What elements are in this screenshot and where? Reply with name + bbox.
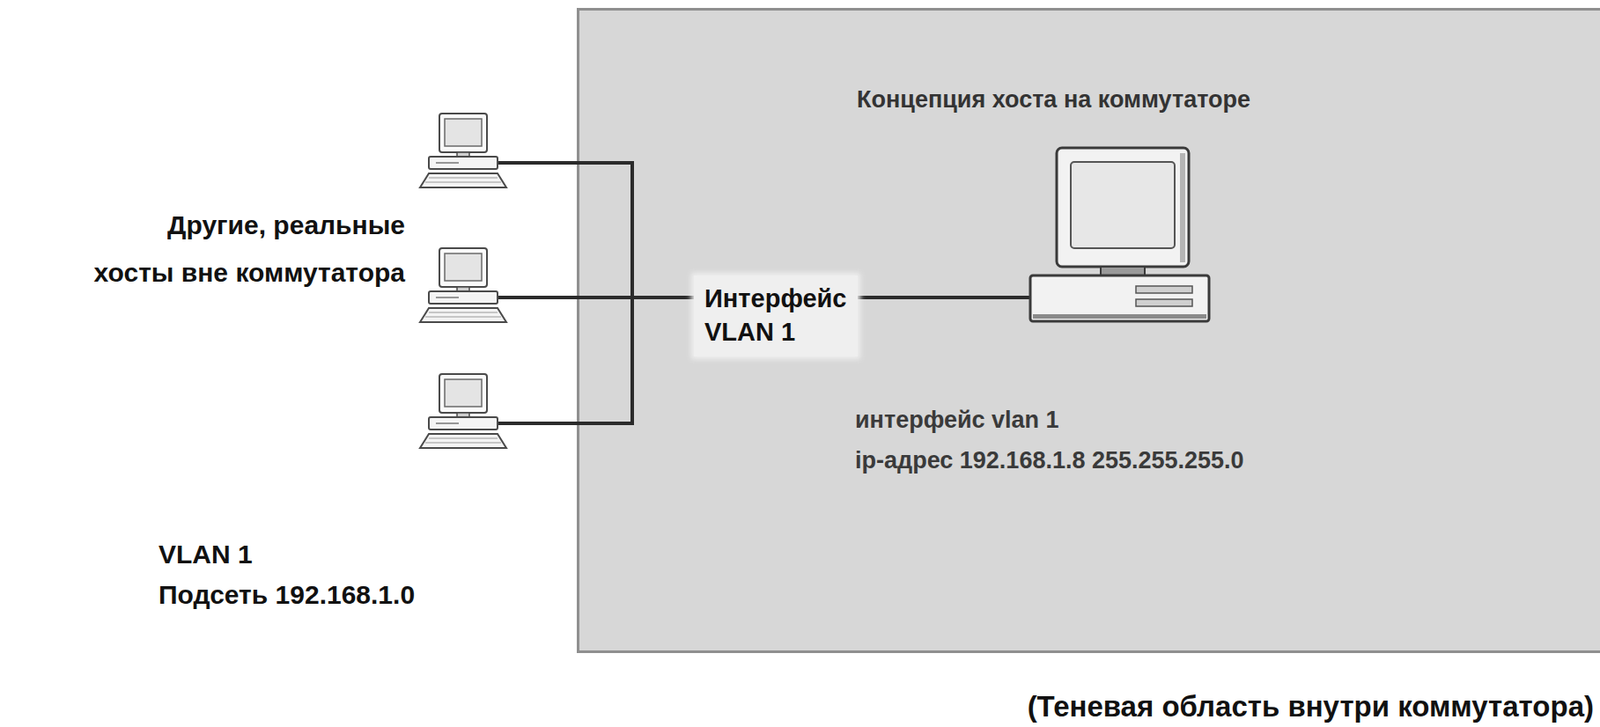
network-wire <box>499 161 633 165</box>
area-caption: (Теневая область внутри коммутатора) <box>1027 690 1594 724</box>
config-line: интерфейс vlan 1 <box>855 406 1060 435</box>
external-host <box>420 113 507 188</box>
text-holder: Другие, реальные хосты вне коммутатора <box>93 201 406 297</box>
monitor <box>1056 147 1189 267</box>
config-line: ip-адрес 192.168.1.8 255.255.255.0 <box>855 447 1245 475</box>
network-bus <box>630 162 635 424</box>
external-host <box>420 248 507 323</box>
network-wire <box>499 421 633 426</box>
monitor-stand <box>1100 266 1145 276</box>
drive-bay <box>1135 299 1193 307</box>
interface-label: Интерфейс VLAN 1 <box>704 282 847 349</box>
text-holder: Концепция хоста на коммутаторе <box>856 86 1251 114</box>
internal-link <box>857 295 1031 300</box>
drive-bay <box>1135 286 1193 294</box>
text-holder: Подсеть 192.168.1.0 <box>158 577 415 612</box>
network-wire <box>499 295 694 300</box>
text-holder: VLAN 1 <box>158 537 253 572</box>
monitor-shade <box>1179 153 1186 263</box>
area-title: Концепция хоста на коммутаторе <box>856 86 1251 114</box>
screen <box>1070 162 1175 249</box>
switch-host-computer <box>1030 147 1210 322</box>
hosts-label: Другие, реальные хосты вне коммутатора <box>93 201 406 297</box>
text-holder: ip-адрес 192.168.1.8 255.255.255.0 <box>855 447 1245 475</box>
system-unit <box>1030 275 1210 322</box>
text-holder: (Теневая область внутри коммутатора) <box>1027 690 1594 724</box>
network-wires <box>499 162 1031 424</box>
text-holder: Интерфейс VLAN 1 <box>704 282 848 349</box>
unit-shadow <box>1032 314 1207 319</box>
text-holder: интерфейс vlan 1 <box>855 406 1060 435</box>
switch-shaded-area: Интерфейс VLAN 1 Концепция хоста на комму… <box>576 7 1600 654</box>
external-host <box>420 374 507 449</box>
interface-box: Интерфейс VLAN 1 <box>693 275 858 357</box>
subnet-label: Подсеть 192.168.1.0 <box>158 577 415 612</box>
vlan-label: VLAN 1 <box>158 537 253 572</box>
